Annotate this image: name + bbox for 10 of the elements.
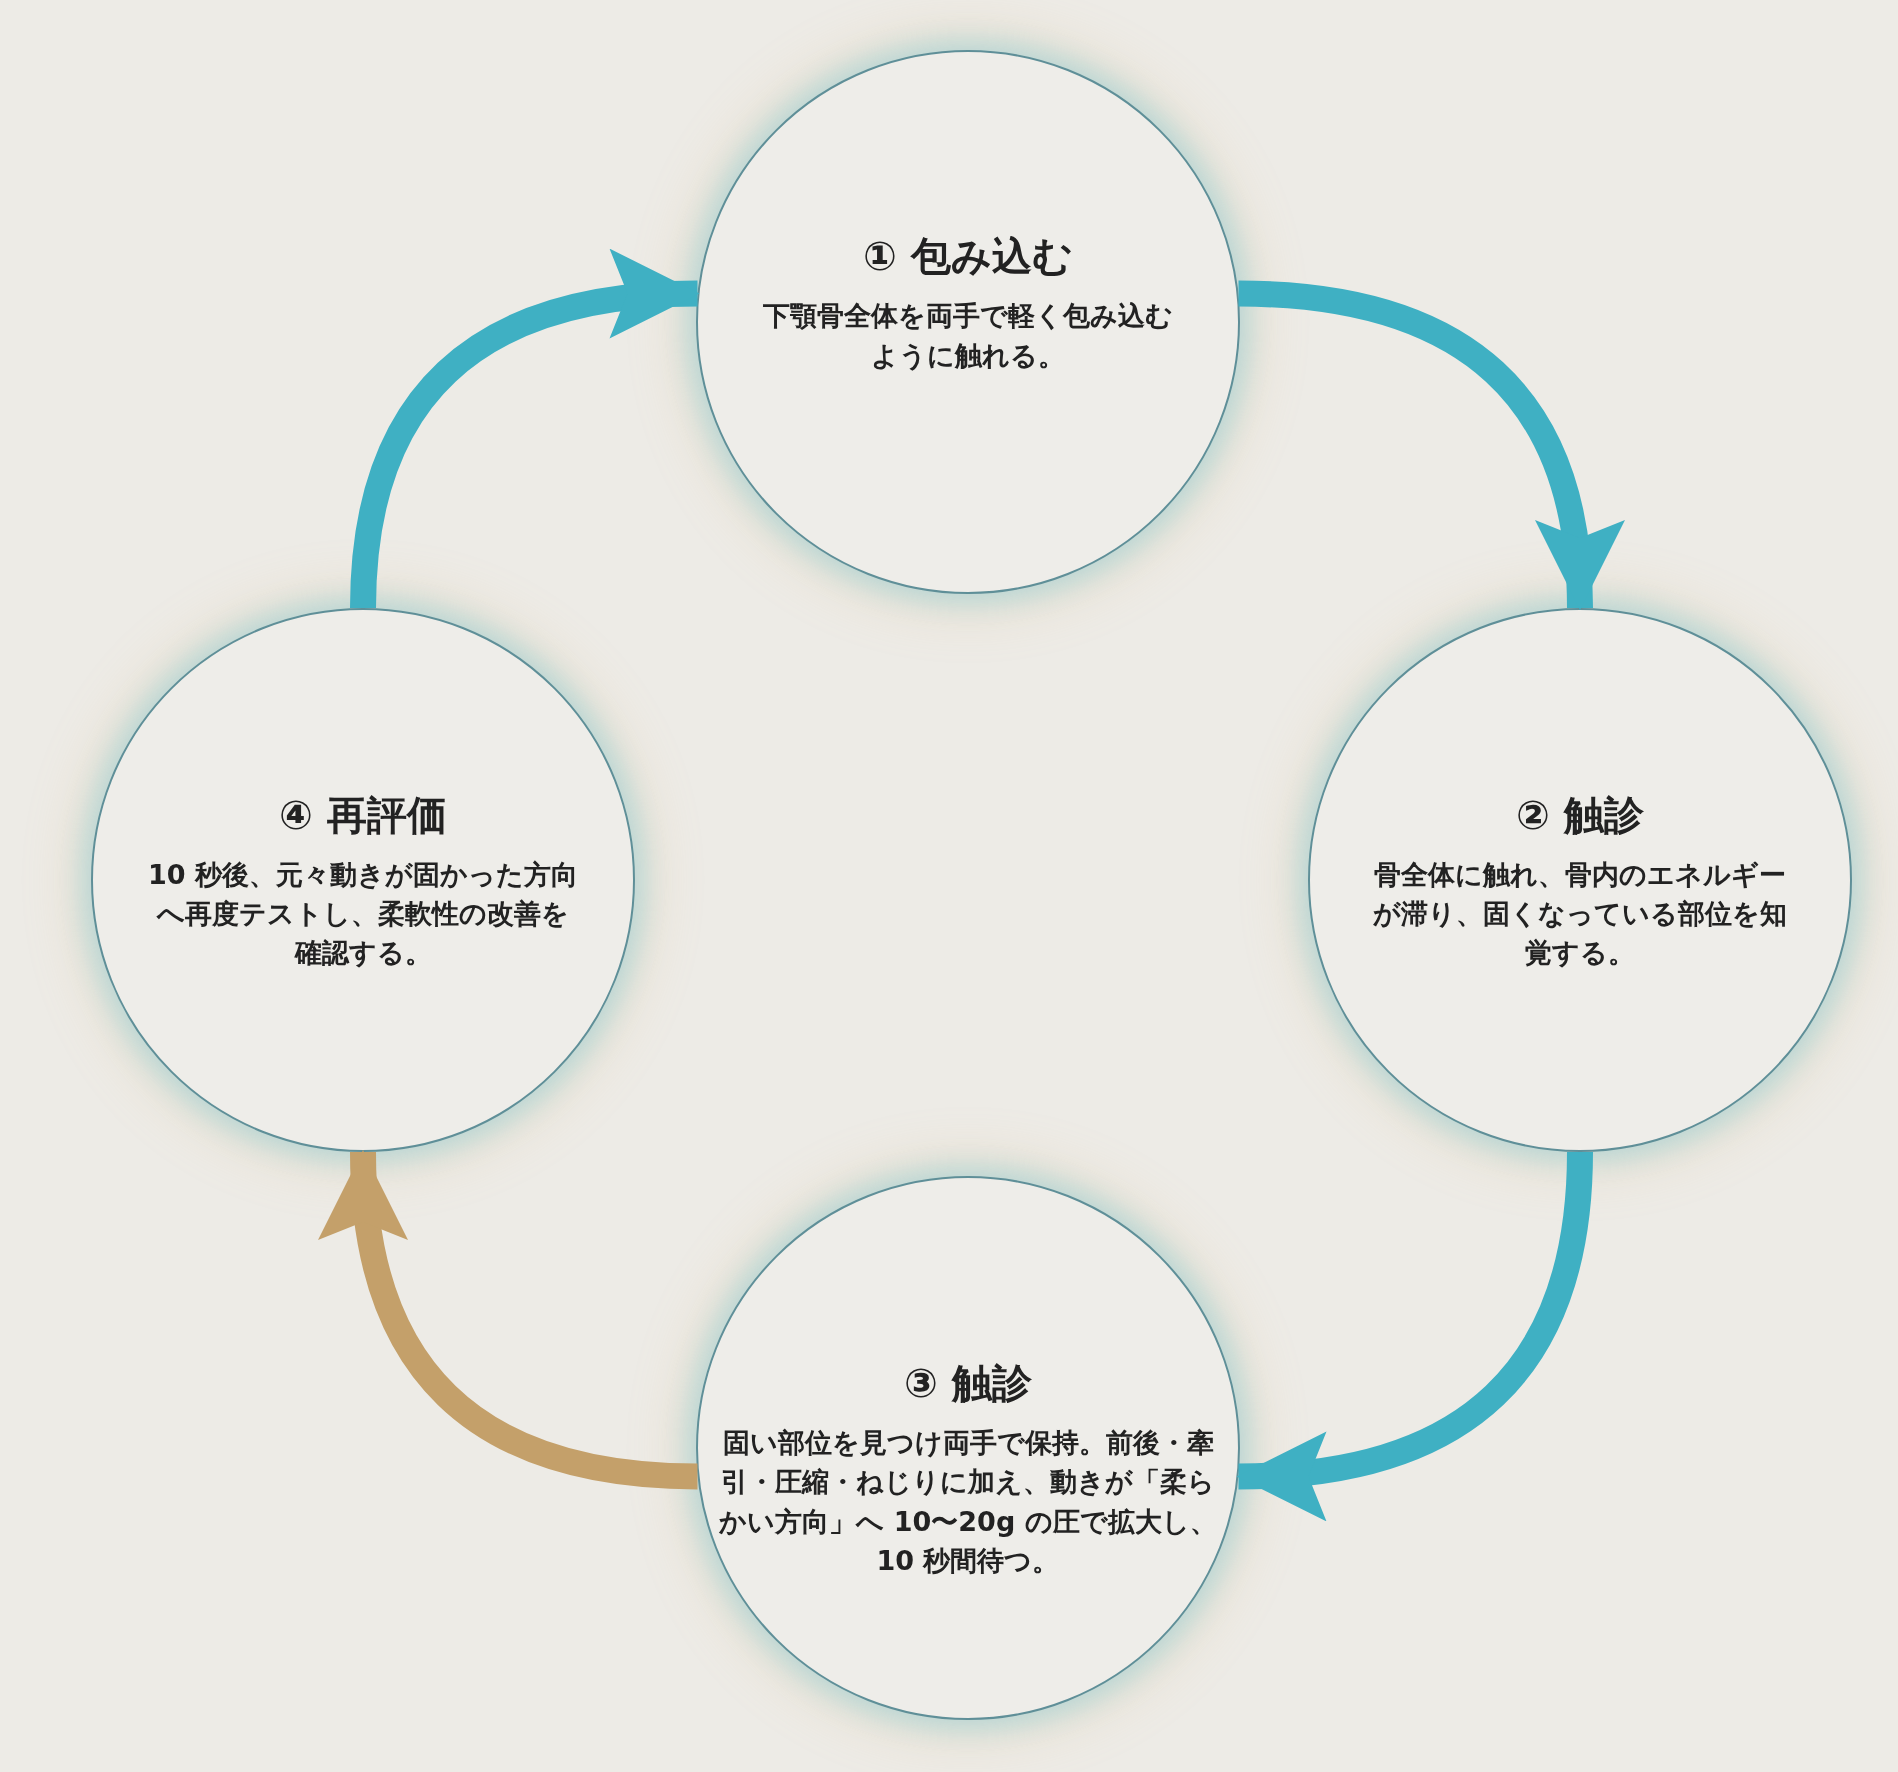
arrow — [350, 252, 700, 609]
step-title: ③ 触診 — [904, 1359, 1032, 1409]
step-description: 固い部位を見つけ両手で保持。前後・牽引・圧縮・ねじりに加え、動きが「柔らかい方向」へ 10〜20g の圧で拡大し、10 秒間待つ。 — [718, 1426, 1218, 1578]
step-title: ④ 再評価 — [279, 790, 447, 840]
step-title: ② 触診 — [1516, 790, 1644, 840]
step-description: 下顎骨全体を両手で軽く包み込むように触れる。 — [762, 299, 1174, 373]
step-title: ① 包み込む — [863, 232, 1073, 282]
step-description: 10 秒後、元々動きが固かった方向へ再度テストし、柔軟性の改善を確認する。 — [148, 857, 578, 971]
step-description: 骨全体に触れ、骨内のエネルギーが滞り、固くなっている部位を知覚する。 — [1372, 857, 1788, 971]
arrow — [1236, 1151, 1593, 1518]
